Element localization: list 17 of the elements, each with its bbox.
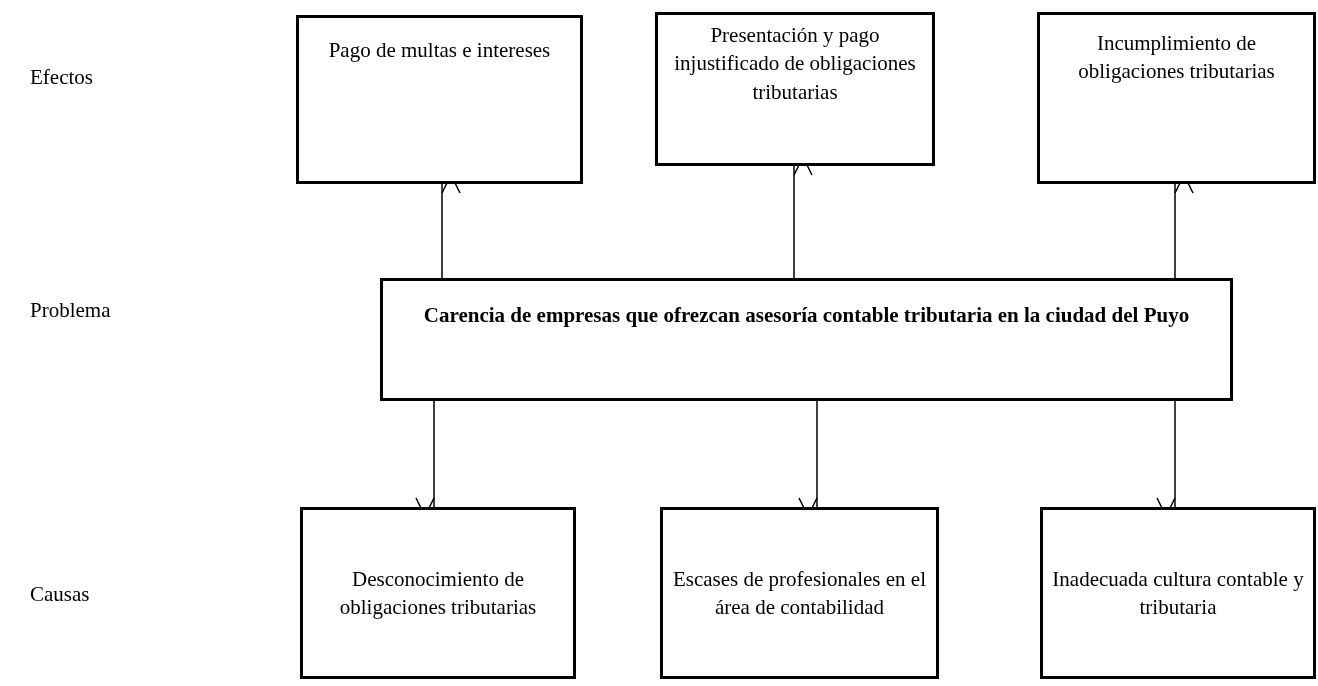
box-text: Inadecuada cultura contable y tributaria	[1051, 565, 1305, 621]
box-text: Carencia de empresas que ofrezcan asesoría contable tributaria en la ciudad del Puyo	[423, 302, 1190, 329]
box-text: Escases de profesionales en el área de contabilidad	[671, 565, 928, 621]
text-box	[660, 507, 939, 679]
text-box	[300, 507, 576, 679]
text-box	[655, 12, 935, 166]
row-label: Efectos	[30, 65, 93, 90]
text-box	[1040, 507, 1316, 679]
box-text: Incumplimiento de obligaciones tributarias	[1077, 30, 1276, 86]
box-text: Pago de multas e intereses	[328, 37, 551, 64]
text-box	[296, 15, 583, 184]
problem-box	[380, 278, 1233, 401]
box-text: Desconocimiento de obligaciones tributarias	[338, 565, 538, 621]
box-text: Presentación y pago injustificado de obligaciones tributarias	[673, 22, 917, 106]
row-label: Causas	[30, 582, 90, 607]
text-box	[1037, 12, 1316, 184]
row-label: Problema	[30, 298, 111, 323]
